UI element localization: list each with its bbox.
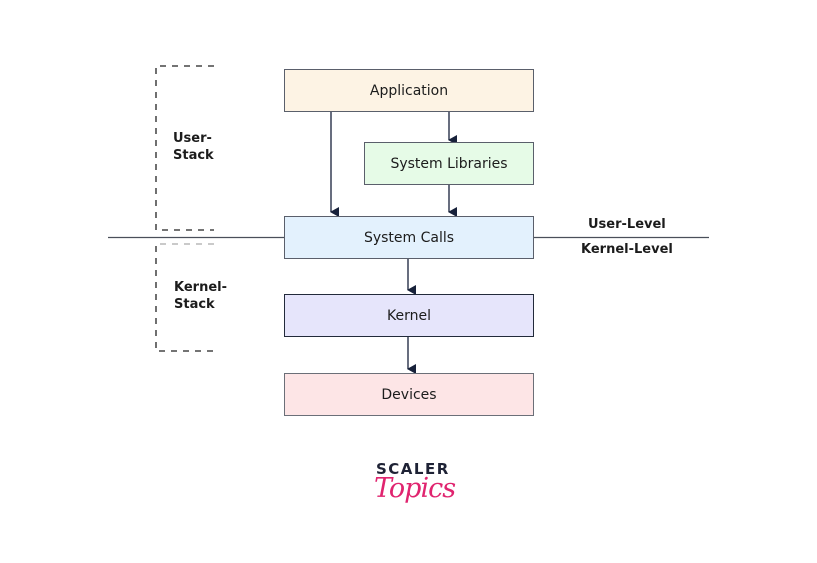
- application-box: Application: [284, 69, 534, 112]
- system-libraries-label: System Libraries: [390, 155, 508, 172]
- system-calls-box: System Calls: [284, 216, 534, 259]
- system-libraries-box: System Libraries: [364, 142, 534, 185]
- kernel-label: Kernel: [387, 307, 431, 324]
- user-stack-label: User- Stack: [173, 130, 214, 164]
- logo-topics-text: Topics: [374, 473, 456, 504]
- devices-box: Devices: [284, 373, 534, 416]
- devices-label: Devices: [381, 386, 437, 403]
- user-stack-label-line2: Stack: [173, 148, 214, 163]
- system-calls-label: System Calls: [363, 229, 455, 246]
- kernel-stack-label-line2: Stack: [174, 297, 215, 312]
- application-label: Application: [369, 82, 449, 99]
- user-level-label: User-Level: [588, 217, 666, 232]
- kernel-stack-label-line1: Kernel-: [174, 280, 227, 295]
- kernel-box: Kernel: [284, 294, 534, 337]
- kernel-level-label: Kernel-Level: [581, 242, 673, 257]
- kernel-stack-label: Kernel- Stack: [174, 279, 227, 313]
- user-stack-label-line1: User-: [173, 131, 212, 146]
- logo-scaler-text: SCALER: [376, 460, 450, 478]
- user-stack-bracket: [155, 65, 214, 231]
